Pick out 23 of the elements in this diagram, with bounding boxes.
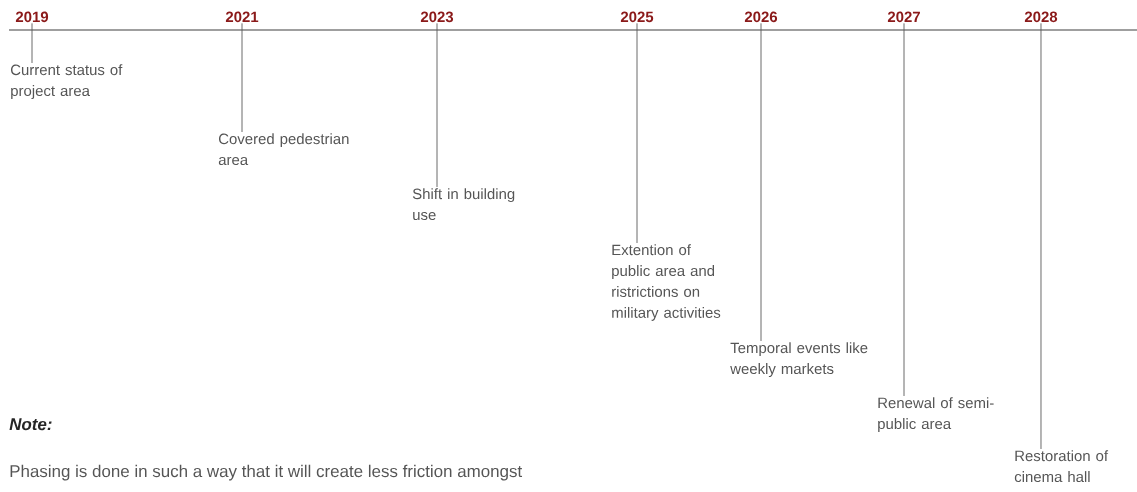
year-label: 2025 — [620, 11, 654, 23]
milestone-text: Restoration of cinema hall — [1014, 450, 1109, 483]
note-heading: Note: — [9, 418, 52, 431]
leader-line — [760, 22, 762, 342]
leader-line — [903, 22, 905, 397]
leader-line — [436, 22, 438, 188]
milestone-text: Current status of project area — [11, 64, 123, 99]
year-label: 2026 — [744, 11, 778, 23]
year-label: 2019 — [15, 11, 49, 23]
milestone-text: Covered pedestrian area — [218, 133, 349, 166]
milestone-text: Temporal events like weekly markets — [730, 342, 868, 378]
leader-line — [31, 22, 33, 64]
year-label: 2027 — [887, 11, 920, 23]
leader-line — [1040, 22, 1042, 450]
year-label: 2021 — [225, 11, 259, 23]
year-label: 2028 — [1024, 11, 1058, 23]
milestone-text: Extention of public area and ristrictions on military activities — [612, 244, 721, 321]
milestone-text: Shift in building use — [412, 188, 515, 221]
year-label: 2023 — [420, 11, 454, 23]
leader-line — [241, 22, 243, 133]
leader-line — [636, 22, 638, 244]
note-text: Phasing is done in such a way that it will create less friction amongst — [10, 464, 523, 481]
milestone-text: Renewal of semi-public area — [878, 397, 994, 433]
